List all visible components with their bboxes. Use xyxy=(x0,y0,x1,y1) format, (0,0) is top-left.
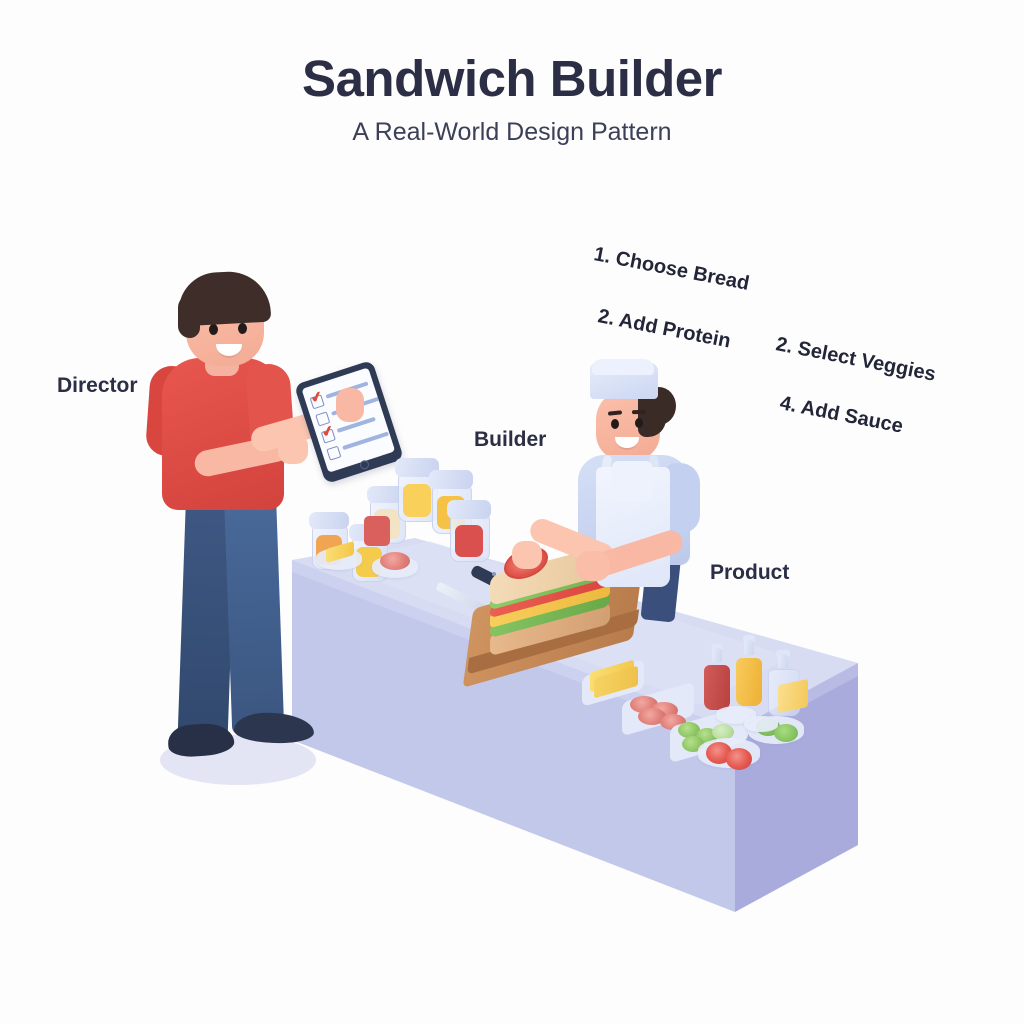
tomato-icon xyxy=(706,742,732,764)
director-smile xyxy=(216,344,242,358)
character-builder xyxy=(512,355,740,655)
builder-eye-right xyxy=(635,418,643,428)
lettuce-icon xyxy=(774,724,798,742)
character-director: ✔ ✔ xyxy=(144,258,410,803)
cucumber-icon xyxy=(712,724,734,740)
director-eye-left xyxy=(209,324,218,335)
jar-icon xyxy=(395,458,439,522)
plate-icon xyxy=(744,716,778,732)
builder-hand-right xyxy=(576,551,610,581)
cucumber-icon xyxy=(678,722,700,738)
director-eye-right xyxy=(238,323,247,334)
tablet-icon[interactable]: ✔ ✔ xyxy=(293,359,405,485)
page-title: Sandwich Builder xyxy=(302,50,722,107)
jar-icon xyxy=(447,500,491,562)
jar-icon xyxy=(364,506,390,546)
chef-hat-top xyxy=(592,359,654,375)
builder-eye-left xyxy=(611,419,619,429)
label-builder: Builder xyxy=(474,428,547,451)
knife-rivet xyxy=(492,572,496,576)
builder-smile xyxy=(615,437,639,450)
mustard-bottle xyxy=(736,635,762,706)
builder-sleeve xyxy=(664,463,700,533)
builder-hand-left xyxy=(512,541,542,569)
salami-icon xyxy=(638,708,666,725)
builder-eyebrow-right xyxy=(631,409,647,415)
label-product: Product xyxy=(710,561,790,584)
tablet-home-button-icon[interactable] xyxy=(358,459,370,471)
director-leg-right xyxy=(223,485,285,735)
label-director: Director xyxy=(57,374,138,397)
salami-icon xyxy=(380,552,410,570)
checkbox-icon xyxy=(326,445,342,461)
director-hand-left xyxy=(278,434,308,464)
builder-apron-bib xyxy=(612,461,652,501)
director-hand-right xyxy=(336,388,364,422)
director-sideburn xyxy=(178,294,200,338)
tomato-icon xyxy=(726,748,752,770)
page-subtitle: A Real-World Design Pattern xyxy=(352,118,672,146)
ketchup-bottle xyxy=(704,643,730,710)
